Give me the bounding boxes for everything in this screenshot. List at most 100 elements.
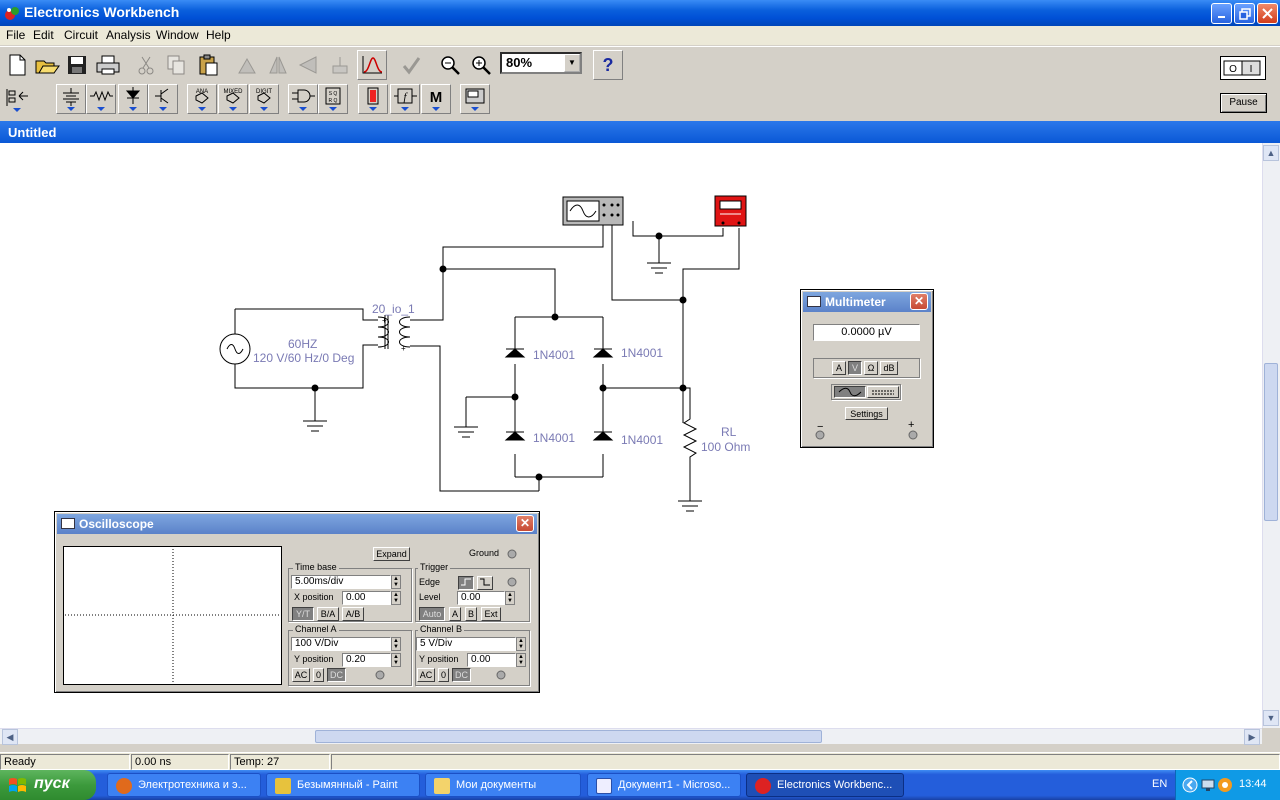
network-icon[interactable]	[1200, 777, 1216, 793]
analysis-graphs-button[interactable]	[357, 50, 387, 80]
subcircuit-button[interactable]	[396, 50, 426, 80]
multimeter-panel[interactable]: Multimeter ✕ 0.0000 µV A V Ω dB Settings…	[800, 289, 934, 448]
menu-edit[interactable]: Edit	[33, 28, 54, 42]
channel-a-scale-field[interactable]: 100 V/Div	[291, 637, 391, 651]
help-button[interactable]: ?	[593, 50, 623, 80]
scroll-up-icon[interactable]: ▲	[1263, 145, 1279, 161]
channel-b-scale-spinner-icon[interactable]: ▲▼	[516, 637, 526, 651]
language-indicator[interactable]: EN	[1152, 778, 1168, 790]
horizontal-scroll-thumb[interactable]	[315, 730, 822, 743]
x-position-field[interactable]: 0.00	[342, 591, 391, 605]
channel-a-y-position-field[interactable]: 0.20	[342, 653, 391, 667]
controls-bin-button[interactable]: f	[390, 84, 420, 114]
trigger-ext-button[interactable]: Ext	[481, 607, 501, 621]
rising-edge-button[interactable]	[458, 576, 474, 590]
trigger-b-button[interactable]: B	[465, 607, 477, 621]
expand-button[interactable]: Expand	[373, 547, 410, 561]
basic-bin-button[interactable]	[86, 84, 116, 114]
channel-a-scale-spinner-icon[interactable]: ▲▼	[391, 637, 401, 651]
channel-b-ac-button[interactable]: AC	[417, 668, 435, 682]
rotate-button[interactable]	[232, 50, 262, 80]
vertical-scroll-thumb[interactable]	[1264, 363, 1278, 521]
menu-window[interactable]: Window	[156, 28, 199, 42]
vertical-scrollbar[interactable]: ▲ ▼	[1262, 143, 1280, 728]
zoom-out-button[interactable]	[435, 50, 465, 80]
pause-button[interactable]: Pause	[1220, 93, 1267, 113]
time-base-spinner-icon[interactable]: ▲▼	[391, 575, 401, 589]
menu-circuit[interactable]: Circuit	[64, 28, 99, 42]
multimeter-close-button[interactable]: ✕	[910, 293, 928, 310]
ab-mode-button[interactable]: A/B	[342, 607, 364, 621]
diodes-bin-button[interactable]	[118, 84, 148, 114]
component-properties-button[interactable]	[325, 50, 355, 80]
save-button[interactable]	[62, 50, 92, 80]
settings-button[interactable]: Settings	[845, 407, 888, 420]
x-position-spinner-icon[interactable]: ▲▼	[391, 591, 401, 605]
minimize-button[interactable]	[1211, 3, 1232, 24]
analog-ics-bin-button[interactable]: ANA	[187, 84, 217, 114]
restore-button[interactable]	[1234, 3, 1255, 24]
channel-b-zero-button[interactable]: 0	[438, 668, 449, 682]
digital-ics-bin-button[interactable]: DIGIT	[249, 84, 279, 114]
menu-help[interactable]: Help	[206, 28, 231, 42]
multimeter-titlebar[interactable]: Multimeter ✕	[803, 292, 931, 312]
trigger-terminal-icon[interactable]	[507, 577, 517, 587]
zoom-select[interactable]: 80% ▼	[500, 52, 582, 74]
cut-button[interactable]	[131, 50, 161, 80]
decibel-mode-button[interactable]: dB	[880, 361, 898, 375]
dc-mode-button[interactable]	[867, 386, 899, 398]
flip-vertical-button[interactable]	[293, 50, 323, 80]
ohmmeter-mode-button[interactable]: Ω	[864, 361, 878, 375]
oscilloscope-panel[interactable]: Oscilloscope ✕ Expand Ground Time base 5…	[54, 511, 540, 693]
channel-a-ac-button[interactable]: AC	[292, 668, 310, 682]
horizontal-scrollbar[interactable]: ◀ ▶	[0, 728, 1262, 745]
positive-terminal-icon[interactable]	[908, 430, 918, 440]
ac-mode-button[interactable]	[834, 386, 866, 398]
trigger-a-button[interactable]: A	[449, 607, 461, 621]
channel-a-dc-button[interactable]: DC	[327, 668, 346, 682]
start-button[interactable]: пуск	[0, 770, 96, 800]
copy-button[interactable]	[161, 50, 191, 80]
close-button[interactable]	[1257, 3, 1278, 24]
oscilloscope-titlebar[interactable]: Oscilloscope ✕	[57, 514, 537, 534]
open-button[interactable]	[32, 50, 62, 80]
channel-a-y-position-spinner-icon[interactable]: ▲▼	[391, 653, 401, 667]
menu-file[interactable]: File	[6, 28, 26, 42]
channel-a-terminal-icon[interactable]	[375, 670, 385, 680]
logic-gates-bin-button[interactable]	[288, 84, 318, 114]
time-base-field[interactable]: 5.00ms/div	[291, 575, 391, 589]
yt-mode-button[interactable]: Y/T	[292, 607, 314, 621]
taskbar-item-browser[interactable]: Электротехника и э...	[107, 773, 261, 797]
taskbar-item-paint[interactable]: Безымянный - Paint	[266, 773, 420, 797]
voltmeter-mode-button[interactable]: V	[848, 361, 862, 375]
ground-terminal-icon[interactable]	[507, 549, 517, 559]
chevron-left-icon[interactable]	[1182, 777, 1198, 793]
indicators-bin-button[interactable]	[358, 84, 388, 114]
chevron-down-icon[interactable]: ▼	[564, 54, 580, 72]
channel-b-y-position-spinner-icon[interactable]: ▲▼	[516, 653, 526, 667]
channel-b-dc-button[interactable]: DC	[452, 668, 471, 682]
mixed-ics-bin-button[interactable]: MIXED	[218, 84, 248, 114]
taskbar-item-documents[interactable]: Мои документы	[425, 773, 581, 797]
zoom-in-button[interactable]	[466, 50, 496, 80]
favorites-bin-button[interactable]	[2, 84, 32, 114]
instruments-bin-button[interactable]	[460, 84, 490, 114]
negative-terminal-icon[interactable]	[815, 430, 825, 440]
sources-bin-button[interactable]	[56, 84, 86, 114]
trigger-level-field[interactable]: 0.00	[457, 591, 505, 605]
transistors-bin-button[interactable]	[148, 84, 178, 114]
channel-a-zero-button[interactable]: 0	[313, 668, 324, 682]
trigger-level-spinner-icon[interactable]: ▲▼	[505, 591, 515, 605]
channel-b-scale-field[interactable]: 5 V/Div	[416, 637, 516, 651]
print-button[interactable]	[93, 50, 123, 80]
trigger-auto-button[interactable]: Auto	[419, 607, 445, 621]
falling-edge-button[interactable]	[477, 576, 493, 590]
power-switch[interactable]: O I	[1220, 56, 1266, 80]
paste-button[interactable]	[193, 50, 223, 80]
ba-mode-button[interactable]: B/A	[317, 607, 339, 621]
new-button[interactable]	[2, 50, 32, 80]
antivirus-icon[interactable]	[1217, 777, 1233, 793]
menu-analysis[interactable]: Analysis	[106, 28, 151, 42]
channel-b-terminal-icon[interactable]	[496, 670, 506, 680]
